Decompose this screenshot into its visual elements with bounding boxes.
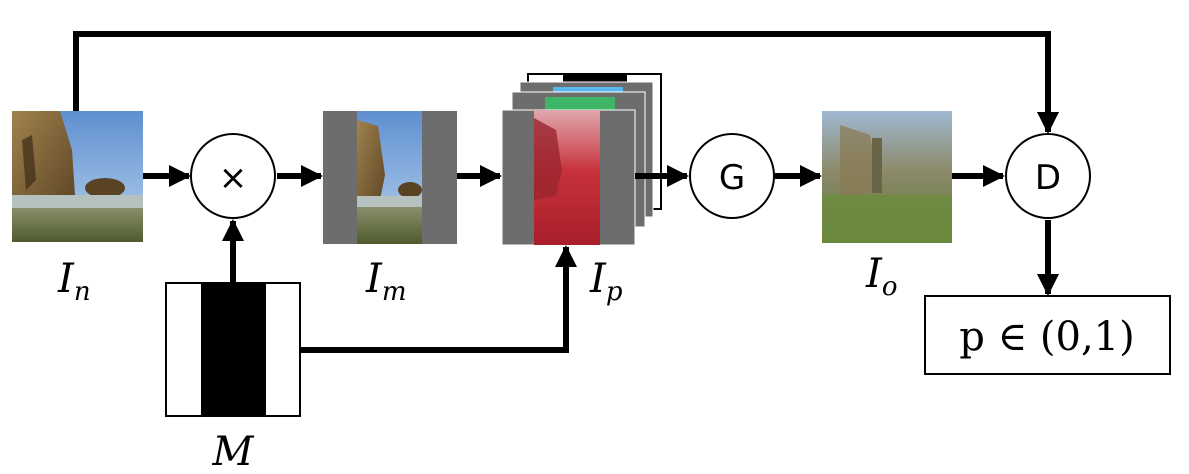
multiply-node: × (190, 133, 276, 219)
prior-stack-label: Ip (589, 256, 623, 307)
mask-label: M (212, 429, 255, 474)
output-image (822, 111, 952, 243)
generator-label: G (719, 158, 745, 198)
generator-node: G (689, 133, 775, 219)
discriminator-node: D (1005, 133, 1091, 219)
connections (73, 31, 1059, 353)
probability-output-box: p ∈ (0,1) (924, 295, 1171, 375)
input-image (12, 111, 143, 242)
mask-image (165, 282, 301, 417)
masked-image (323, 111, 457, 244)
prior-stack (501, 73, 662, 246)
input-image-label: In (57, 256, 91, 307)
output-image-label: Io (865, 251, 897, 302)
discriminator-label: D (1035, 158, 1061, 198)
masked-image-label: Im (365, 256, 406, 307)
multiply-symbol: × (219, 158, 248, 198)
probability-text: p ∈ (0,1) (959, 314, 1134, 360)
